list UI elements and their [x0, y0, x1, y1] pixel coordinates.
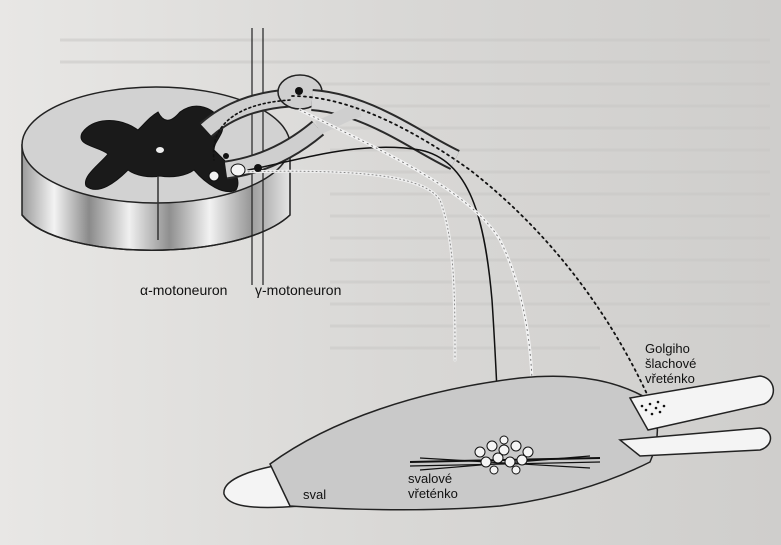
gamma-motoneuron-body [254, 164, 262, 172]
label-gamma-motoneuron: γ-motoneuron [255, 283, 341, 298]
label-spindle-line-2: vřeténko [408, 486, 458, 501]
dorsal-root-ganglion-cell [295, 87, 303, 95]
interneuron-body [223, 153, 229, 159]
label-muscle: sval [303, 487, 326, 502]
label-golgi-line-3: vřeténko [645, 371, 696, 386]
label-spindle-line-1: svalové [408, 471, 458, 486]
label-golgi-line-1: Golgiho [645, 341, 696, 356]
label-alpha-motoneuron: α-motoneuron [140, 283, 227, 298]
label-muscle-spindle: svalové vřeténko [408, 471, 458, 501]
alpha-motoneuron-body [209, 171, 219, 181]
label-golgi-line-2: šlachové [645, 356, 696, 371]
label-golgi-tendon-organ: Golgiho šlachové vřeténko [645, 341, 696, 386]
central-canal [156, 147, 164, 153]
motoneuron-body [231, 164, 245, 176]
